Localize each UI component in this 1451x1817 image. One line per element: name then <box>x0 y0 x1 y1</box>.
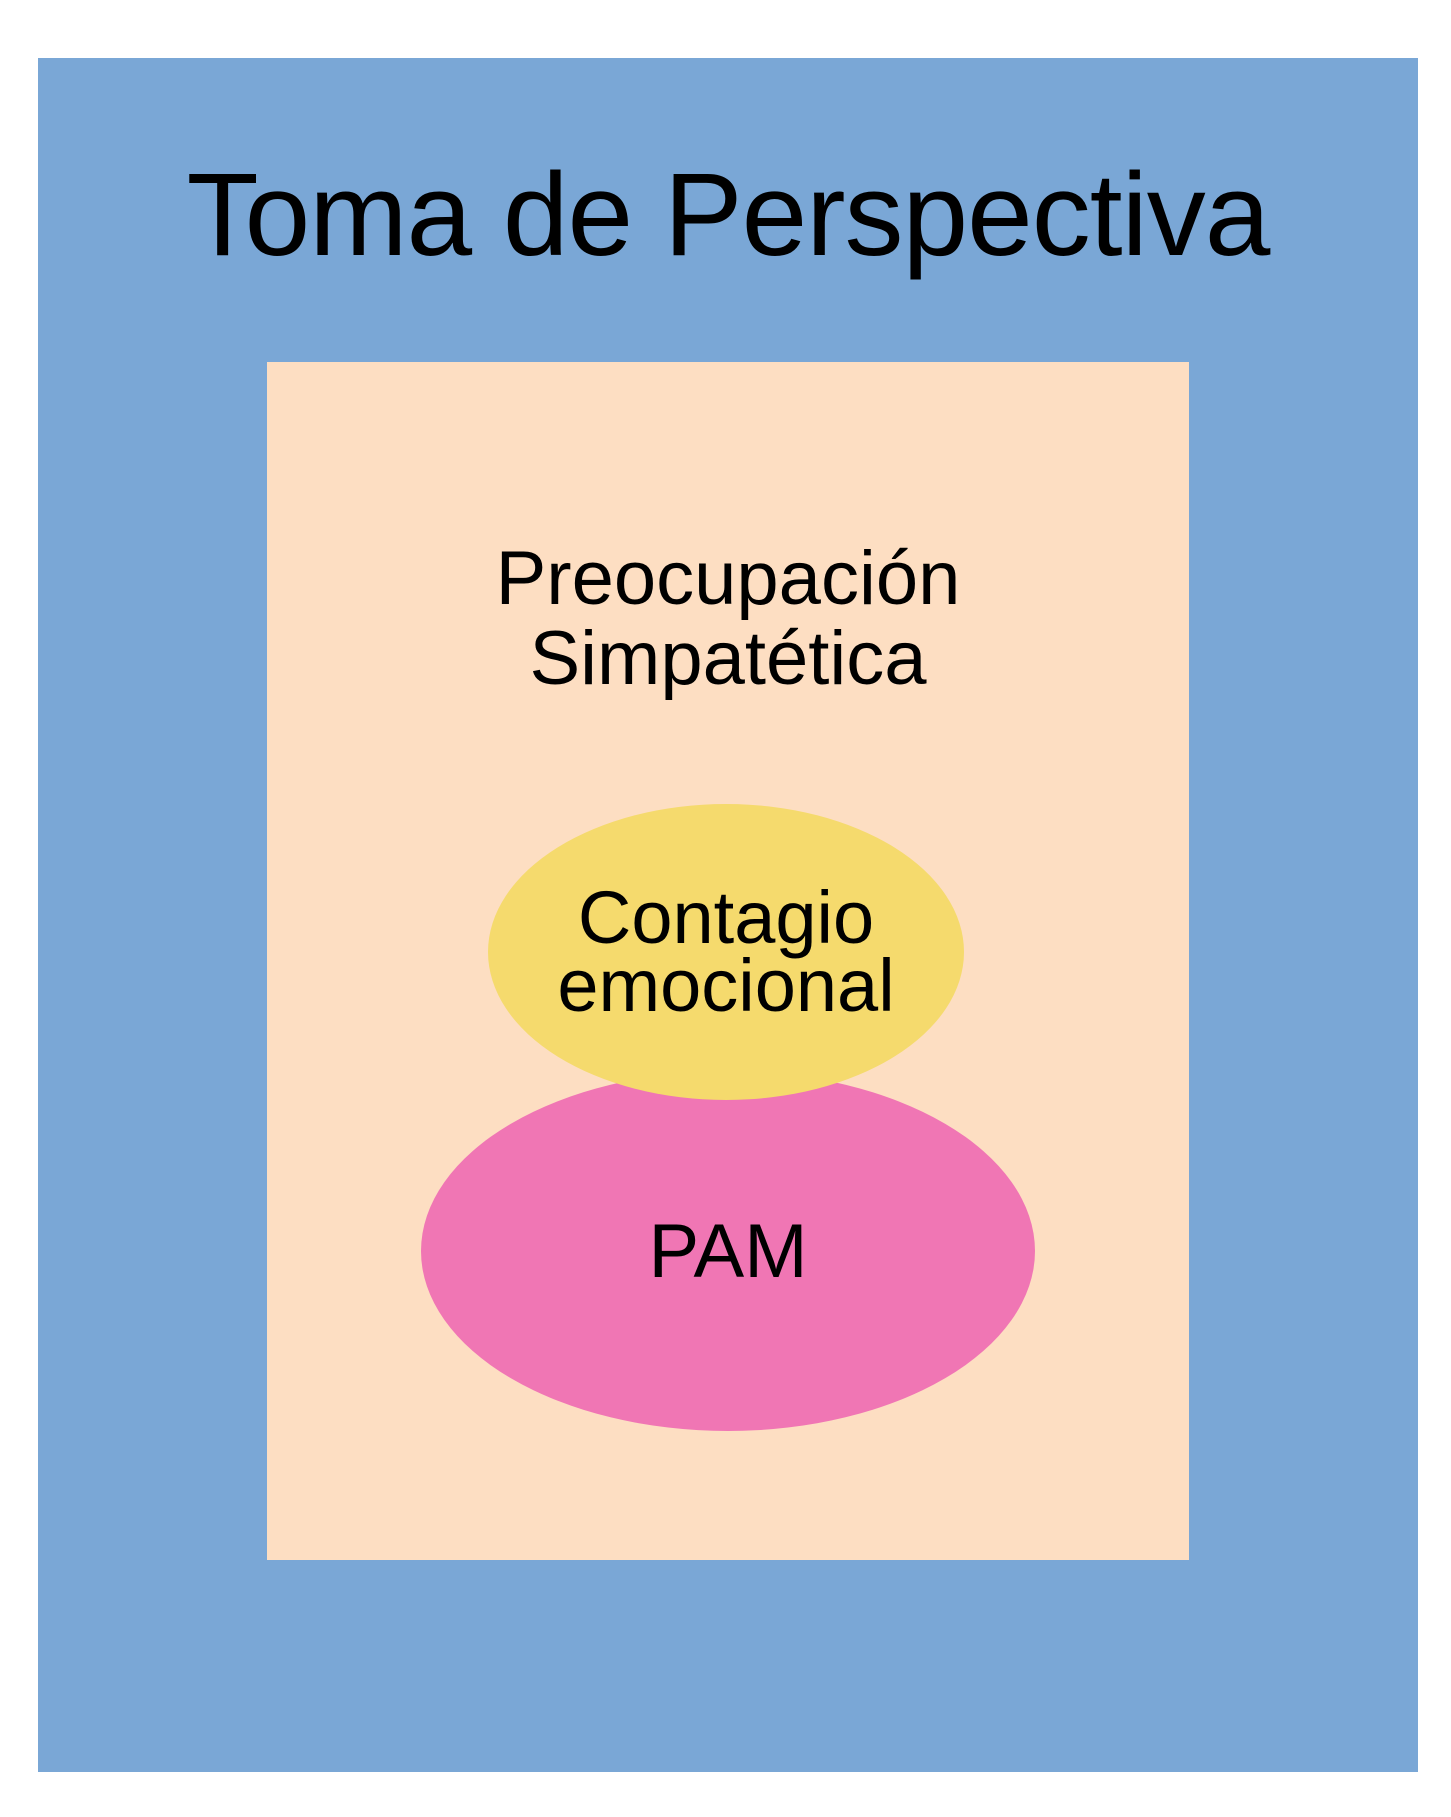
inner-box-preocupacion-simpatetica: Preocupación Simpatética PAM Contagio em… <box>267 362 1189 1560</box>
contagio-emocional-ellipse: Contagio emocional <box>488 804 964 1100</box>
inner-box-label-line1: Preocupación <box>495 536 961 621</box>
pam-ellipse: PAM <box>421 1071 1035 1431</box>
outer-box-toma-de-perspectiva: Toma de Perspectiva Preocupación Simpaté… <box>38 58 1418 1772</box>
diagram-title: Toma de Perspectiva <box>186 149 1271 281</box>
contagio-label-line1: Contagio <box>577 876 875 959</box>
inner-box-label-line2: Simpatética <box>529 616 927 701</box>
pam-label: PAM <box>648 1208 808 1294</box>
contagio-label-line2: emocional <box>557 944 895 1027</box>
inner-box-label: Preocupación Simpatética <box>267 539 1189 699</box>
